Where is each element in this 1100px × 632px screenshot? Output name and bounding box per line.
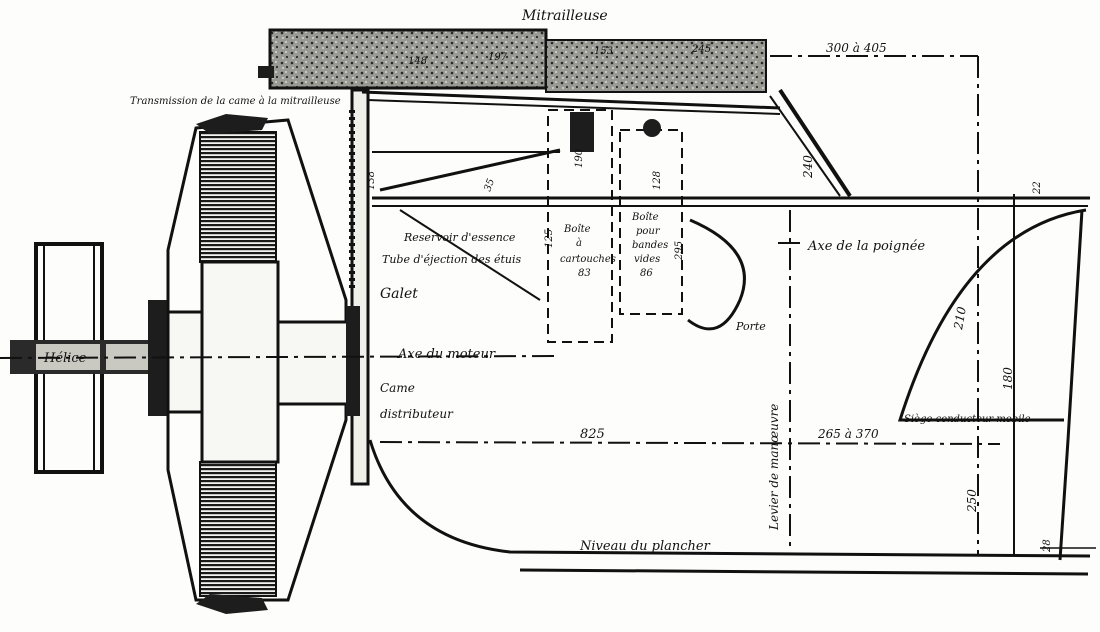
label-axe-moteur: Axe du moteur (397, 347, 496, 362)
gun-barrel-jacket (268, 28, 548, 90)
gun-receiver (545, 39, 767, 93)
label-niveau: Niveau du plancher (579, 539, 711, 554)
label-reservoir: Reservoir d'essence (403, 231, 516, 244)
cartridge-box (547, 109, 613, 343)
seat-outline (897, 208, 1087, 422)
dim-22: 22 (1032, 181, 1043, 195)
dim-180: 180 (1001, 367, 1015, 390)
machine-gun (258, 28, 781, 115)
label-boite-bandes-4: vides (634, 254, 660, 265)
dimension-lines (0, 55, 1096, 556)
dim-35: 35 (482, 177, 497, 193)
label-boite-bandes: Boîte (631, 212, 659, 223)
labels: Mitrailleuse Transmission de la came à l… (43, 8, 1053, 554)
label-boite-cartouches-4: 83 (578, 268, 591, 279)
dim-m2: 197 (488, 52, 508, 63)
label-siege: Siège conducteur mobile (904, 414, 1031, 425)
dim-m3: 153 (594, 46, 613, 57)
label-tube: Tube d'éjection des étuis (382, 253, 521, 266)
empty-belt-box (619, 129, 683, 315)
lower-valve-gear (196, 594, 268, 614)
label-mitrailleuse: Mitrailleuse (521, 8, 608, 24)
dim-250: 250 (965, 489, 979, 513)
crankcase (200, 260, 280, 464)
dim-128: 128 (652, 171, 663, 190)
upper-valve-gear (196, 114, 268, 134)
upper-cylinder-fins (199, 131, 277, 263)
cam-distributor (346, 306, 360, 416)
label-boite-cartouches: Boîte (563, 224, 591, 235)
label-boite-bandes-5: 86 (640, 268, 653, 279)
dim-190: 190 (574, 148, 585, 168)
lower-cylinder-fins (199, 461, 277, 597)
dim-28: 28 (1042, 539, 1053, 553)
dim-825: 825 (580, 427, 605, 442)
label-boite-cartouches-3: cartouches (560, 254, 616, 265)
rotary-engine (166, 114, 350, 614)
fuselage-bottom (368, 439, 1091, 558)
dim-240: 240 (801, 155, 815, 179)
label-transmission: Transmission de la came à la mitrailleus… (130, 96, 341, 107)
label-boite-bandes-2: pour (636, 226, 661, 237)
dim-138: 138 (366, 171, 377, 190)
label-galet: Galet (380, 286, 418, 302)
dim-210: 210 (951, 305, 969, 331)
label-helice: Hélice (43, 351, 87, 366)
dim-295: 295 (674, 241, 685, 261)
fuselage (368, 88, 1091, 576)
label-boite-cartouches-2: à (576, 238, 582, 249)
label-levier: Levier de manœuvre (767, 404, 781, 531)
dim-300-405: 300 à 405 (826, 41, 887, 55)
door (687, 218, 746, 331)
ammo-boxes (547, 109, 746, 343)
label-boite-bandes-3: bandes (632, 240, 668, 251)
dim-m4: 245 (691, 44, 711, 55)
label-distributeur: distributeur (380, 407, 454, 421)
firewall (346, 88, 370, 486)
label-came: Came (380, 381, 415, 395)
label-porte: Porte (735, 320, 766, 333)
dim-265-370: 265 à 370 (817, 427, 879, 441)
dim-m1: 148 (408, 56, 427, 67)
dim-125: 125 (544, 229, 555, 248)
label-axe-poignee: Axe de la poignée (807, 239, 925, 254)
